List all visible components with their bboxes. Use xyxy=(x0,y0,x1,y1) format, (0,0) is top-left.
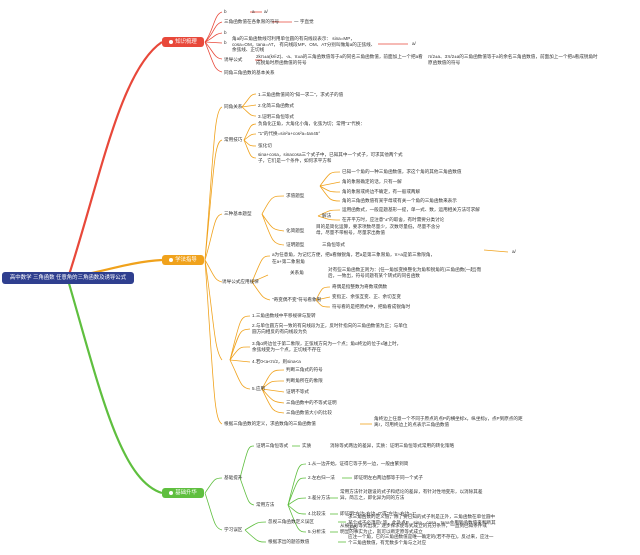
node-same-1: 1.三角函数值间的"知一求二"，求式子的值 xyxy=(258,92,344,97)
node-essence-1: 消除等式两边的差异，实质：证明三角恒等式常用的转化策略 xyxy=(330,443,455,448)
node-app-5: 三角函数值大小的比较 xyxy=(286,410,332,415)
learning-connectors xyxy=(204,93,509,425)
node-e1: 忽视三角函数定义误区 xyxy=(268,519,314,524)
bullet-dot-icon xyxy=(169,257,174,262)
node-basic: 同角三角函数的基本关系 xyxy=(224,70,275,75)
node-e1b: 求三角函数的定义值，除了要已知的式子利是正外，三角函数在单位圆中某个式子必须是r… xyxy=(348,514,496,531)
node-usage: 诱导公式应用规律 xyxy=(222,279,259,284)
node-m3b: 常用方法针对题设的式子和结论的差异，有针对性地变形，以消除其差异，简言之，即化异… xyxy=(340,489,483,500)
branch-practice-label: 基础升华 xyxy=(175,490,197,496)
node-tip-4: sina+cosa，sinacosa三个式子中，已知其中一个式子，可求其他两个式… xyxy=(258,152,403,163)
node-qa: 求值题型 xyxy=(286,193,305,198)
node-var: "奇变偶不变"符号看象限 xyxy=(272,297,322,302)
node-m5: 5.分析法 xyxy=(308,529,326,534)
node-simp-1: 目的是简化运算，要求项数尽量少，次数尽量低，尽量不含分母，尽量不带根号，尽量求出… xyxy=(316,224,441,235)
node-e2: 根据求出的题答数值 xyxy=(268,539,310,544)
node-method: 常用方法 xyxy=(256,502,275,507)
branch-practice-line xyxy=(66,279,163,495)
node-u1b: 在a+第二象限角 xyxy=(272,259,305,264)
node-induce-a: 2kπ±a(k∈Z)、-a、π±a的三角函数值等于a的同名三角函数值，前面加上一… xyxy=(256,54,423,65)
node-prove-1: 三角恒等式 xyxy=(322,242,345,247)
node-qa-3: 角的象限或终边不确定，有一般或两解 xyxy=(342,189,421,194)
node-app-1: 判断三角式的符号 xyxy=(286,367,323,372)
node-u3end: a/ xyxy=(512,249,516,254)
node-m4b: 即证明"左边-右边=0"或"左边÷右边=1" xyxy=(340,511,417,516)
node-m2b: 即证明左右两边都等于同一个式子 xyxy=(354,475,423,480)
node-st3: 3.角α终边位于第二象限，正弦线方向为一个点；角α终边的位于x轴上时，余弦线变为… xyxy=(252,341,402,352)
node-app-2: 判断角所在的象限 xyxy=(286,378,323,383)
node-qa-1: 已知一个角的一种三角函数值，求这个角的其他三角函数值 xyxy=(342,169,462,174)
node-three: 三种基本题型 xyxy=(224,211,252,216)
node-essence: 实质 xyxy=(302,443,312,448)
node-sin-ratio: a/ xyxy=(264,9,268,14)
node-tips: 常用技巧 xyxy=(224,137,243,142)
node-same-3: 3.证明三角恒等式 xyxy=(258,114,294,119)
node-solve-1: 运用函数式，一般是题基形一提，单一式、数，运用相关方法可求解 xyxy=(342,207,480,212)
node-u3: 对有些三角函数正则为：{任一角加变换整化为角和锐角的}三角函数{一起}而后，一致… xyxy=(328,267,482,278)
node-st1: 1.三角函数线中平移规律与旋转 xyxy=(252,313,316,318)
node-line-end: a/ xyxy=(412,41,416,46)
node-tip-1: 负角化正角，大角化小角，化弦为切；常用"1"代换： xyxy=(258,121,365,126)
branch-knowledge-label: 知识梳理 xyxy=(175,39,197,45)
branch-knowledge[interactable]: 知识梳理 xyxy=(162,37,204,47)
node-line-tag: b xyxy=(224,40,227,45)
node-u1: a为任意角，为记忆方便，把a看做锐角，若a是第三象限角，π+a是第三象限角， xyxy=(272,252,436,257)
practice-connectors xyxy=(204,445,352,543)
branch-knowledge-line xyxy=(66,41,163,279)
node-sin: b xyxy=(224,9,227,14)
node-st5: 5.应用 xyxy=(252,386,266,391)
node-m5b: 从被证的等式出发，逐步探求使等式成立的充分条件，一直到已知条件或明显的事实为止，… xyxy=(340,523,488,534)
node-app-3: 证明不等式 xyxy=(286,389,309,394)
bullet-dot-icon xyxy=(169,39,174,44)
node-simp: 化简题型 xyxy=(286,228,305,233)
node-tip-3: 弦化切 xyxy=(258,143,272,148)
node-def-1: 角终边上任意一个不同于原点的点P的横坐标x，纵坐标y，点P到原点的距离r，可用终… xyxy=(374,416,523,427)
node-induce-b: π/2±a、3π/2±a的三角函数值等于a的余名三角函数值，前面加上一个把a看成… xyxy=(428,54,598,65)
node-same-2: 2.化简三角函数式 xyxy=(258,103,294,108)
knowledge-connectors xyxy=(204,11,408,73)
node-e2b: 应注一个角，它的三角函数值是唯一确定的(若不存在)，反过来，应注一个三角函数值，… xyxy=(348,534,494,545)
node-solve-2: 在开平方时，应注意"±"的取舍，有时需要分类讨论 xyxy=(342,217,445,222)
node-sin-value: a xyxy=(252,9,255,14)
node-sign-note: 三角函数值在各象限的符号 xyxy=(224,19,280,24)
node-line-def: 角a的三角函数线可利用单位圆的有向线段表示： sina=MP， cosa=OM，… xyxy=(232,36,376,53)
node-sign-rule: 一 字直觉 xyxy=(294,19,314,24)
node-solve: 解法 xyxy=(322,213,332,218)
node-m2: 2.左右归一法 xyxy=(308,475,335,480)
node-study: 学习误区 xyxy=(224,527,243,532)
branch-learning-label: 学法指导 xyxy=(175,257,197,263)
branch-practice[interactable]: 基础升华 xyxy=(162,488,204,498)
node-tan: b xyxy=(224,30,227,35)
node-st2: 2.与单位圆方向一致的有向线段为正，反时针指向的三角函数值为正；与单位圆方向相反… xyxy=(252,323,408,334)
node-var-2: 变指正、余弦互变、正、余切互变 xyxy=(332,294,401,299)
node-lift: 基础提升 xyxy=(224,475,243,480)
node-var-3: 符号看的是把原式中，把角看成锐角时 xyxy=(332,304,411,309)
node-def: 根据三角函数的定义，求函数角的三角函数值 xyxy=(224,421,316,426)
node-var-1: 奇偶是指整数为奇数或偶数 xyxy=(332,284,388,289)
bullet-dot-icon xyxy=(169,490,174,495)
root-node[interactable]: 高中数学 三角函数 任意角的三角函数及诱导公式 xyxy=(2,272,134,284)
node-proveeq: 证明三角恒等式 xyxy=(256,443,289,448)
node-qa-4: 角的三角函数值有某字母或有关一个角的三角函数来表示 xyxy=(342,198,457,203)
node-m1: 1.从一边开始，证得它等于另一边，一般由繁到简 xyxy=(308,461,409,466)
node-m4: 4.比较法 xyxy=(308,511,326,516)
node-st4: 4.若0<a<π/2，则sina<a xyxy=(252,359,301,364)
node-qa-2: 角的象限确定的话，只有一解 xyxy=(342,179,402,184)
node-tip-2: "1"的代换=sin²a+cos²a=tan45° xyxy=(258,131,321,136)
branch-learning[interactable]: 学法指导 xyxy=(162,255,204,265)
node-prove: 证明题型 xyxy=(286,242,305,247)
node-u2tag: 关系角 xyxy=(290,270,304,275)
node-induce-tag: 诱导公式 xyxy=(224,57,243,62)
node-m3: 3.差分方法 xyxy=(308,495,331,500)
node-app-4: 三角函数中的不等式证明 xyxy=(286,400,337,405)
node-same: 同角关系 xyxy=(224,104,243,109)
